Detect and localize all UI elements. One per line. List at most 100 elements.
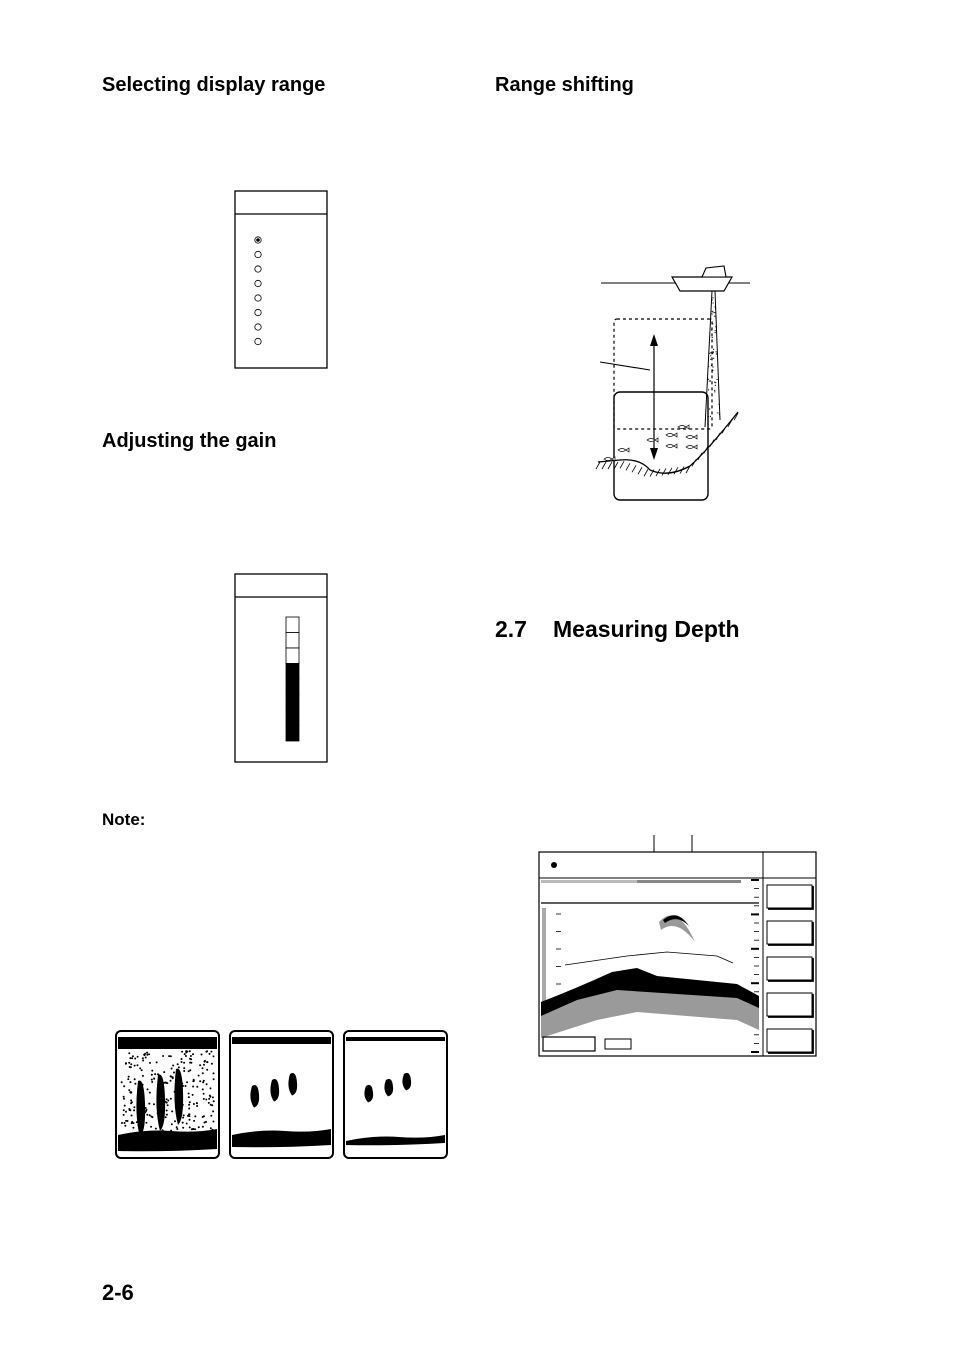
range-option-radio[interactable] — [254, 337, 262, 346]
noise-speck — [186, 1081, 189, 1084]
seabed-hatch-stroke — [697, 452, 703, 460]
noise-speck — [153, 1077, 156, 1080]
softkey-button[interactable] — [766, 956, 813, 981]
noise-speck — [180, 1058, 183, 1060]
noise-speck — [199, 1064, 202, 1067]
noise-speck — [133, 1064, 136, 1067]
noise-speck — [188, 1103, 191, 1106]
noise-speck — [189, 1061, 192, 1064]
range-option-radio[interactable] — [254, 323, 262, 331]
noise-speck — [122, 1113, 125, 1116]
seabed-hatch-stroke — [661, 468, 667, 476]
seabed-hatch-stroke — [727, 419, 733, 427]
range-option-radio[interactable] — [254, 279, 262, 288]
range-option-radio[interactable] — [254, 294, 262, 302]
gain-example-frame — [343, 1030, 448, 1159]
noise-speck — [194, 1128, 197, 1131]
beam-dot — [715, 351, 717, 353]
noise-speck — [180, 1061, 183, 1063]
softkey-button[interactable] — [766, 920, 813, 945]
fish-icon — [603, 456, 616, 462]
beam-dot — [712, 311, 714, 313]
heading-adjusting-gain: Adjusting the gain — [102, 430, 277, 452]
range-option-radio[interactable] — [254, 250, 262, 259]
noise-speck — [123, 1104, 126, 1107]
mode-readout-box — [604, 1038, 632, 1050]
softkey-column — [766, 884, 814, 1054]
section-number: 2.7 — [495, 616, 527, 642]
noise-speck — [134, 1082, 137, 1085]
noise-speck — [142, 1074, 144, 1077]
noise-speck — [144, 1056, 147, 1059]
noise-speck — [210, 1114, 213, 1117]
noise-speck — [201, 1088, 204, 1091]
noise-speck — [183, 1053, 186, 1056]
noise-speck — [199, 1080, 202, 1083]
noise-speck — [151, 1081, 154, 1083]
noise-speck — [187, 1092, 190, 1095]
noise-speck — [125, 1110, 127, 1113]
noise-speck — [176, 1128, 179, 1130]
beam-dot — [712, 351, 714, 353]
beam-stipple — [707, 297, 721, 418]
beam-dot — [714, 315, 716, 317]
noise-speck — [134, 1057, 137, 1060]
noise-speck — [192, 1078, 195, 1081]
range-option-radio[interactable] — [254, 308, 262, 317]
softkey-button[interactable] — [766, 992, 813, 1017]
sounder-beam — [704, 290, 721, 428]
noise-speck — [133, 1106, 136, 1109]
noise-speck — [181, 1050, 184, 1053]
noise-speck — [151, 1069, 154, 1072]
noise-speck — [133, 1078, 136, 1081]
noise-speck — [209, 1087, 212, 1090]
heading-range-shifting: Range shifting — [495, 74, 634, 96]
seabed-echo — [118, 1129, 217, 1152]
noise-speck — [146, 1051, 149, 1054]
fish-icon — [677, 424, 690, 430]
noise-speck — [189, 1057, 191, 1060]
noise-speck — [169, 1075, 172, 1078]
noise-speck — [187, 1096, 190, 1099]
noise-speck — [171, 1077, 174, 1080]
softkey-button[interactable] — [766, 1028, 813, 1053]
beam-dot — [716, 378, 718, 381]
noise-speck — [146, 1088, 149, 1091]
beam-dot — [708, 389, 710, 391]
noise-speck — [142, 1059, 145, 1062]
beam-dot — [707, 365, 710, 367]
noise-speck — [176, 1063, 179, 1066]
noise-speck — [203, 1121, 206, 1124]
noise-speck — [188, 1118, 191, 1121]
noise-speck — [144, 1052, 147, 1055]
fish-icon — [646, 437, 659, 443]
noise-speck — [202, 1079, 205, 1082]
seabed-hatch-stroke — [619, 461, 625, 469]
softkey-button[interactable] — [766, 884, 813, 909]
fish-school-echo — [364, 1084, 374, 1103]
fish-school-echo — [250, 1085, 260, 1108]
noise-speck — [191, 1093, 194, 1096]
noise-speck — [146, 1053, 149, 1056]
range-option-radio[interactable] — [254, 265, 262, 273]
gain-window-frame — [234, 573, 328, 763]
noise-speck — [192, 1128, 195, 1130]
noise-speck — [182, 1116, 185, 1119]
noise-speck — [212, 1110, 215, 1113]
noise-speck — [172, 1064, 175, 1067]
noise-speck — [133, 1109, 136, 1112]
noise-speck — [129, 1081, 132, 1084]
noise-speck — [187, 1114, 189, 1117]
noise-speck — [148, 1091, 151, 1094]
noise-speck — [197, 1126, 200, 1129]
noise-speck — [206, 1050, 209, 1053]
range-selection-menu-figure — [234, 190, 328, 369]
beam-dot — [708, 380, 710, 382]
fish-school — [603, 424, 698, 462]
noise-speck — [193, 1119, 196, 1122]
noise-speck — [126, 1120, 129, 1122]
noise-speck — [150, 1125, 153, 1128]
softkey-shadow — [768, 922, 814, 946]
heading-selecting-display-range: Selecting display range — [102, 74, 326, 96]
